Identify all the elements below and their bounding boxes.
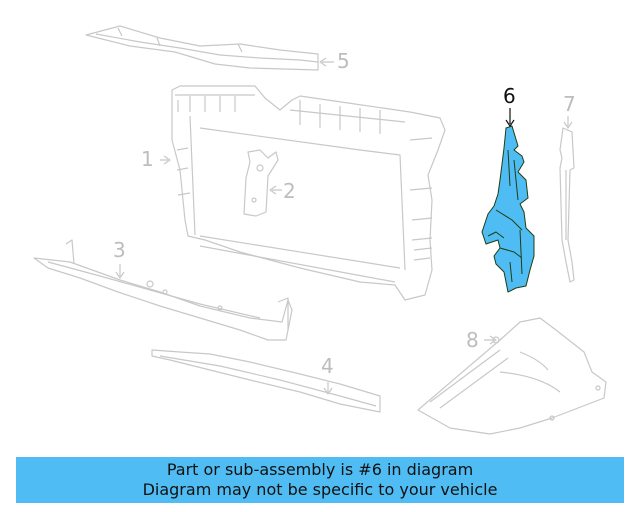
- banner-line-1: Part or sub-assembly is #6 in diagram: [166, 460, 474, 479]
- callout-6[interactable]: 6: [503, 84, 516, 108]
- part-2-bracket: [243, 149, 279, 217]
- parts-diagram: [33, 25, 607, 435]
- callout-3[interactable]: 3: [113, 238, 126, 262]
- part-1-radiator-support: [171, 85, 446, 301]
- callout-1[interactable]: 1: [141, 147, 154, 171]
- part-7-support-rod: [559, 127, 575, 283]
- arrow-1: [160, 155, 171, 165]
- callout-5[interactable]: 5: [337, 49, 350, 73]
- callout-2[interactable]: 2: [283, 179, 296, 203]
- arrow-8: [484, 335, 497, 345]
- callout-8[interactable]: 8: [466, 328, 479, 352]
- banner-line-2: Diagram may not be specific to your vehi…: [142, 480, 498, 499]
- callout-7[interactable]: 7: [563, 92, 576, 116]
- arrow-5: [319, 57, 334, 67]
- part-8-splash-shield: [417, 317, 607, 435]
- arrow-4: [323, 382, 333, 395]
- arrow-3: [115, 264, 125, 279]
- callout-4[interactable]: 4: [321, 354, 334, 378]
- arrow-7: [563, 116, 573, 129]
- part-3-lower-bar: [33, 239, 293, 341]
- part-6-highlighted: [481, 125, 535, 293]
- arrow-2: [269, 185, 282, 195]
- part-5-upper-trim: [85, 25, 319, 71]
- part-4-valance: [151, 349, 381, 413]
- info-banner: Part or sub-assembly is #6 in diagram Di…: [16, 457, 624, 503]
- arrow-6: [505, 108, 515, 128]
